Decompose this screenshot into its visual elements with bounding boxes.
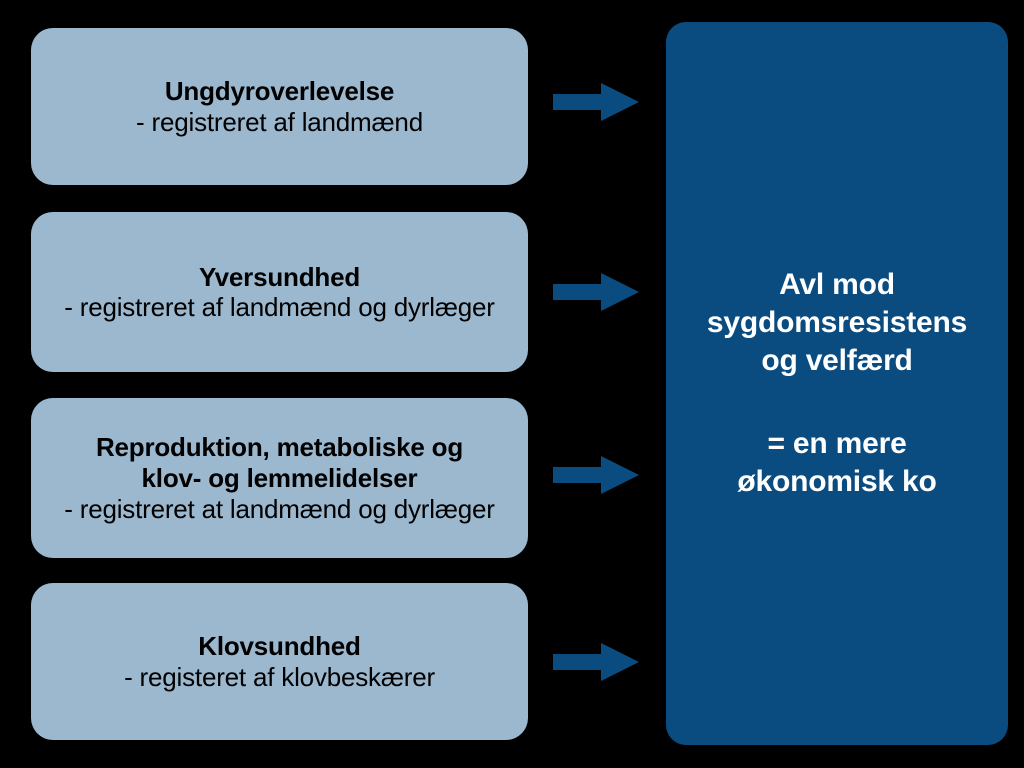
arrow-right-icon-yversundhed <box>553 273 639 311</box>
trait-source-line: - registeret af klovbeskærer <box>124 661 435 692</box>
arrow-right-icon-klovsundhed <box>553 643 639 681</box>
trait-source-line: - registreret af landmænd <box>136 106 423 137</box>
goal-line: og velfærd <box>761 344 913 378</box>
trait-box-reproduktion-metaboliske-klov-lemmelidelser: Reproduktion, metaboliske og klov- og le… <box>31 398 528 558</box>
arrow-right-icon-ungdyroverlevelse <box>553 83 639 121</box>
trait-box-yversundhed: Yversundhed - registreret af landmænd og… <box>31 212 528 372</box>
trait-box-klovsundhed: Klovsundhed - registeret af klovbeskærer <box>31 583 528 740</box>
goal-line: Avl mod <box>779 268 895 302</box>
trait-source-line: - registreret at landmænd og dyrlæger <box>64 493 495 524</box>
goal-line: sygdomsresistens <box>706 306 968 340</box>
trait-title-line: Yversundhed <box>198 261 361 292</box>
trait-title-line: Reproduktion, metaboliske og <box>95 432 464 463</box>
trait-title-line: Klovsundhed <box>198 631 361 662</box>
trait-title-line: klov- og lemmelidelser <box>141 463 418 494</box>
trait-source-line: - registreret af landmænd og dyrlæger <box>64 292 495 322</box>
goal-line: = en mere <box>767 426 907 460</box>
goal-line: økonomisk ko <box>737 464 937 498</box>
arrow-right-icon-reproduktion <box>553 456 639 494</box>
goal-panel: Avl mod sygdomsresistens og velfærd = en… <box>666 22 1008 745</box>
trait-box-ungdyroverlevelse: Ungdyroverlevelse - registreret af landm… <box>31 28 528 185</box>
trait-title-line: Ungdyroverlevelse <box>164 76 395 107</box>
